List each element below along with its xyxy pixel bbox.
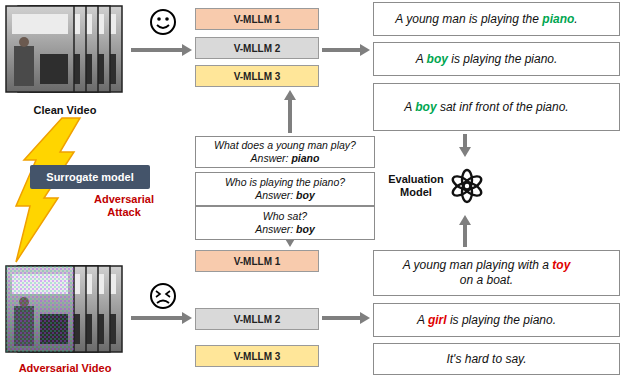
highlight-word: toy [552, 258, 570, 272]
attack-label: Adversarial Attack [86, 193, 162, 219]
node-text: Clean Video [34, 104, 97, 116]
answer-box: A boy is playing the piano. [373, 42, 620, 76]
highlight-word: girl [428, 313, 447, 327]
answer-box: A young man is playing the piano. [373, 2, 620, 36]
model-box: V-MLLM 2 [195, 308, 319, 330]
node-text: A girl is playing the piano. [417, 313, 556, 328]
answer-box: A young man playing with a toy on a boat… [373, 250, 620, 296]
arrow-head [360, 44, 370, 56]
arrow-line [288, 99, 292, 133]
node-text: A boy is playing the piano. [416, 52, 558, 67]
answer-box: A girl is playing the piano. [373, 303, 620, 337]
node-text: What does a young man play? [214, 139, 356, 152]
highlight-word: piano [291, 152, 319, 164]
arrow-head [284, 90, 296, 100]
question-box: What does a young man play?Answer: piano [195, 136, 375, 168]
node-text: A boy sat inf front of the piano. [404, 100, 568, 115]
model-box: V-MLLM 2 [195, 37, 319, 59]
question-box: Who is playing the piano?Answer: boy [195, 172, 375, 206]
arrow-head [182, 44, 192, 56]
highlight-word: boy [427, 52, 448, 66]
adversarial-frames [6, 266, 122, 352]
node-text: V-MLLM 2 [234, 314, 281, 325]
arrow-line [322, 316, 361, 320]
lightning-bolt [16, 118, 80, 262]
model-box: V-MLLM 1 [195, 250, 319, 272]
node-text: Answer: boy [255, 189, 315, 202]
node-text: V-MLLM 1 [234, 256, 281, 267]
node-text: Answer: boy [255, 223, 315, 236]
arrow-line [131, 316, 183, 320]
node-text: Adversarial Video [19, 362, 112, 374]
highlight-word: boy [296, 189, 315, 201]
video-frames [6, 6, 122, 92]
arrow-line [463, 134, 467, 148]
arrow-head [360, 312, 370, 324]
node-text: A young man is playing the piano. [395, 12, 577, 27]
model-box: V-MLLM 1 [195, 8, 319, 30]
surrogate-box: Surrogate model [30, 165, 150, 189]
node-text: Evaluation Model [385, 173, 447, 199]
unhappy-face [151, 284, 175, 308]
arrow-connector [459, 215, 471, 247]
node-text: Who is playing the piano? [225, 176, 345, 189]
arrow-connector [131, 44, 192, 56]
highlight-word: boy [415, 100, 436, 114]
node-text: Answer: piano [251, 152, 320, 165]
arrow-connector [131, 312, 192, 324]
answer-box: It's hard to say. [373, 343, 620, 375]
model-box: V-MLLM 3 [195, 65, 319, 87]
evaluation-node: Evaluation Model [385, 160, 490, 212]
model-box: V-MLLM 3 [195, 345, 319, 367]
question-box: Who sat?Answer: boy [195, 206, 375, 240]
arrow-head [182, 312, 192, 324]
arrow-line [131, 48, 183, 52]
node-text: V-MLLM 2 [234, 43, 281, 54]
node-text: A young man playing with a toy on a boat… [402, 258, 572, 288]
node-text: V-MLLM 3 [234, 71, 281, 82]
arrow-head [459, 147, 471, 157]
arrow-connector [459, 134, 471, 157]
arrow-connector [284, 90, 296, 133]
arrow-line [322, 48, 361, 52]
arrow-head [459, 215, 471, 225]
node-text: Who sat? [263, 210, 307, 223]
node-text: V-MLLM 1 [234, 14, 281, 25]
node-text: V-MLLM 3 [234, 351, 281, 362]
node-text: It's hard to say. [446, 352, 526, 367]
answer-box: A boy sat inf front of the piano. [373, 83, 620, 131]
video-stack: Clean Video [2, 2, 128, 116]
node-text: Surrogate model [46, 171, 133, 183]
highlight-word: piano [542, 12, 574, 26]
arrow-line [463, 224, 467, 247]
evaluation-logo [451, 170, 484, 202]
highlight-word: boy [296, 223, 315, 235]
arrow-connector [322, 312, 370, 324]
video-stack: Adversarial Video [2, 262, 128, 374]
happy-face [151, 10, 175, 34]
arrow-connector [322, 44, 370, 56]
